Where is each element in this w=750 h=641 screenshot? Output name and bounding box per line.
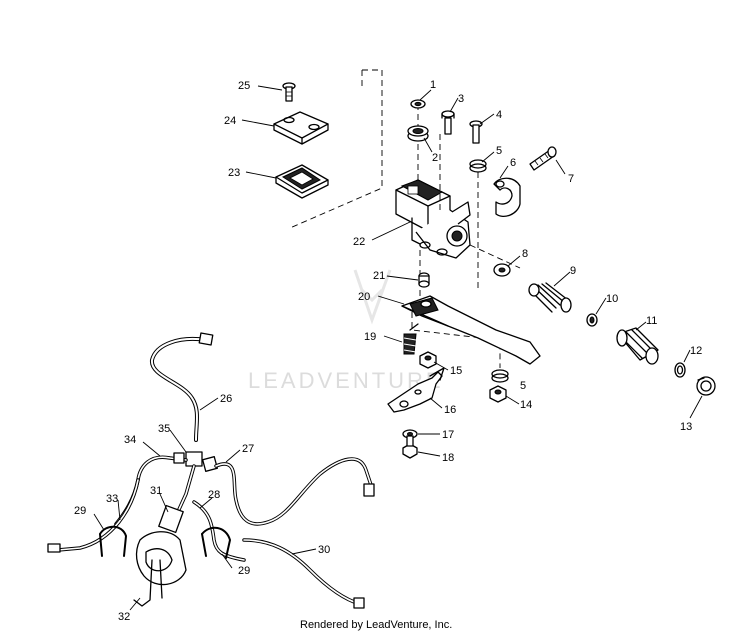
leader-lines [93, 85, 703, 611]
reservoir-cover-24 [273, 111, 329, 145]
callout-22: 22 [353, 236, 365, 248]
callout-21: 21 [373, 270, 385, 282]
callout-1: 1 [430, 79, 436, 91]
bushing-1 [410, 99, 426, 109]
callout-9: 9 [570, 265, 576, 277]
spring-9 [528, 282, 572, 313]
callout-6: 6 [510, 157, 516, 169]
callout-25: 25 [238, 80, 250, 92]
callout-2: 2 [432, 152, 438, 164]
bolt-18 [402, 435, 418, 459]
callout-13: 13 [680, 421, 692, 433]
callout-19: 19 [364, 331, 376, 343]
bracket-16 [387, 367, 445, 413]
diaphragm-23 [275, 164, 329, 199]
watermark: LEADVENTURE [248, 269, 444, 393]
callout-16: 16 [444, 404, 456, 416]
screw-7 [529, 146, 557, 171]
callout-34: 34 [124, 434, 136, 446]
callout-30: 30 [318, 544, 330, 556]
callout-15: 15 [450, 365, 462, 377]
callout-7: 7 [568, 173, 574, 185]
bolt-3 [441, 110, 455, 135]
reservoir-cover-group [273, 69, 383, 229]
callout-5-lower: 5 [520, 380, 526, 392]
washer-8 [493, 263, 511, 277]
credit-text: Rendered by LeadVenture, Inc. [300, 619, 452, 631]
callout-23: 23 [228, 167, 240, 179]
callout-8: 8 [522, 248, 528, 260]
bushing-21 [418, 272, 430, 288]
callout-29-right: 29 [238, 565, 250, 577]
master-cylinder-22 [395, 179, 471, 259]
callout-4: 4 [496, 109, 502, 121]
bolt-4 [469, 120, 483, 144]
callouts: 1 2 3 4 5 5 6 7 8 9 10 11 12 13 14 15 16… [74, 79, 702, 623]
watermark-text: LEADVENTURE [248, 368, 444, 393]
piston-11 [616, 327, 659, 365]
callout-33: 33 [106, 493, 118, 505]
washer-5-upper [469, 159, 487, 173]
callout-11: 11 [646, 315, 657, 327]
grommet-2 [407, 125, 429, 142]
o-ring-12 [674, 362, 686, 378]
callout-29-left: 29 [74, 505, 86, 517]
cup-10 [586, 313, 598, 327]
callout-17: 17 [442, 429, 454, 441]
nut-15 [419, 351, 437, 369]
spring-19 [403, 323, 419, 355]
callout-35: 35 [158, 423, 170, 435]
callout-14: 14 [520, 399, 532, 411]
callout-26: 26 [220, 393, 232, 405]
callout-12: 12 [690, 345, 702, 357]
callout-31: 31 [150, 485, 162, 497]
callout-27: 27 [242, 443, 254, 455]
callout-20: 20 [358, 291, 370, 303]
callout-5-upper: 5 [496, 145, 502, 157]
callout-10: 10 [606, 293, 618, 305]
brake-lever-20 [401, 295, 541, 365]
callout-32: 32 [118, 611, 130, 623]
boot-13 [696, 376, 716, 396]
callout-28: 28 [208, 489, 220, 501]
clamp-6 [493, 177, 521, 218]
callout-24: 24 [224, 115, 236, 127]
brake-lines [47, 332, 375, 609]
washer-5-lower [491, 369, 509, 383]
nut-14 [489, 385, 507, 403]
cover-screw-25 [282, 82, 296, 102]
callout-18: 18 [442, 452, 454, 464]
callout-3: 3 [458, 93, 464, 105]
